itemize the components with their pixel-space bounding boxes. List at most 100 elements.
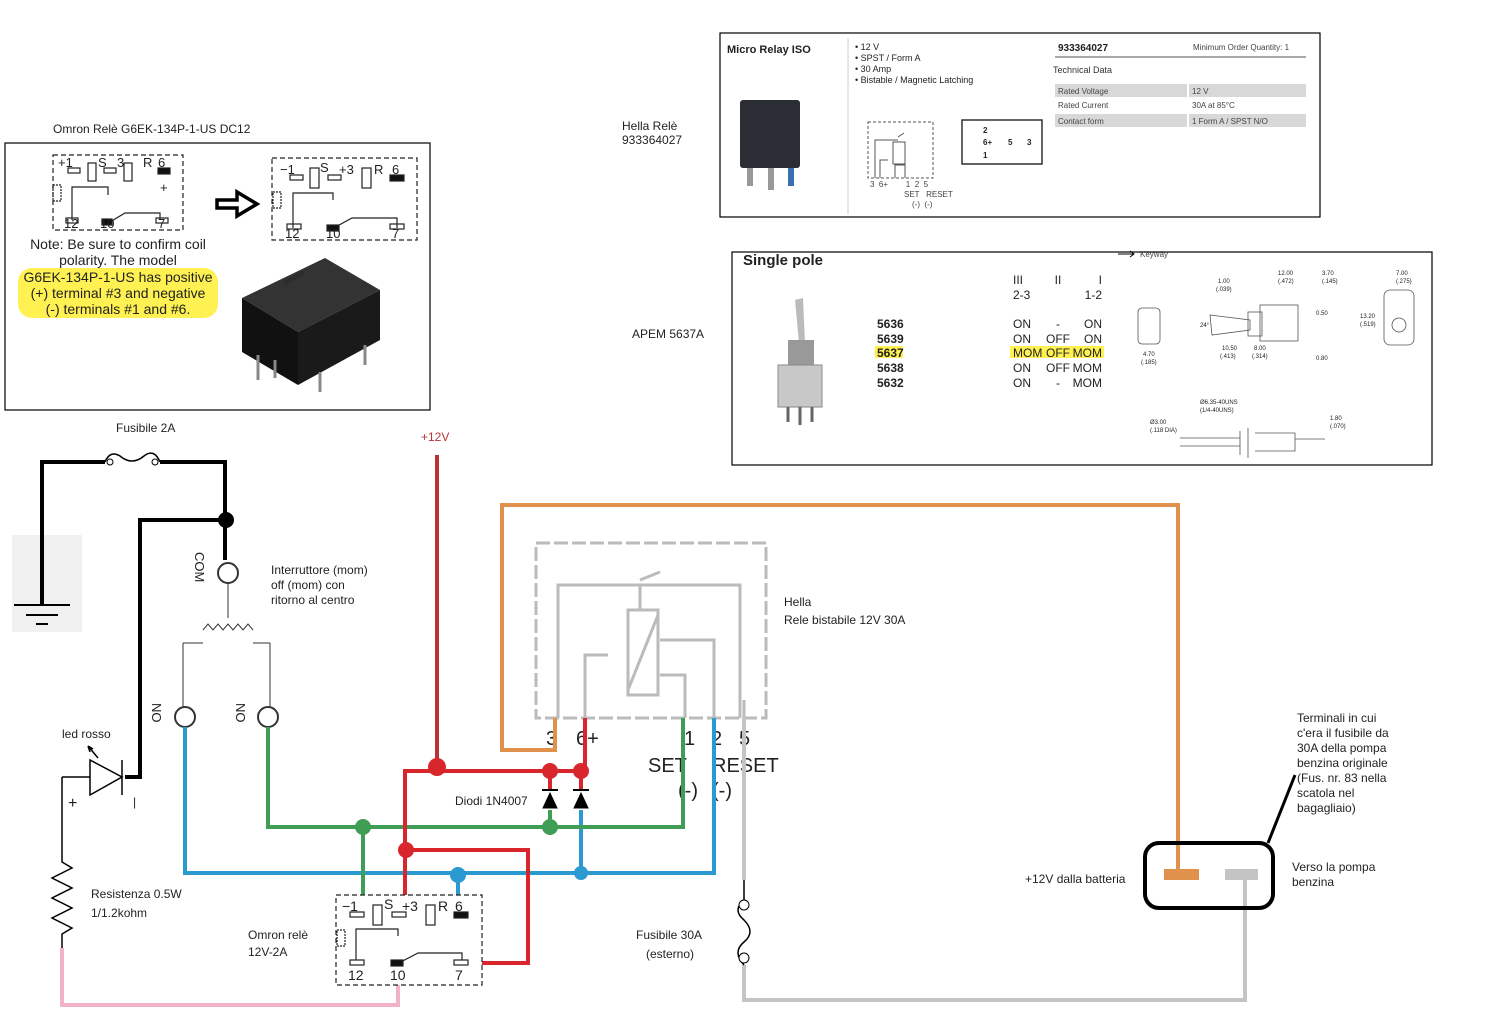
omron-original-pin-labels: +1 S 3 R 6 12 10 7 + [58, 155, 168, 231]
svg-text:• SPST / Form A: • SPST / Form A [855, 53, 921, 63]
svg-text:• Bistable / Magnetic Latching: • Bistable / Magnetic Latching [855, 75, 973, 85]
apem-dimension-labels: 1.00(.039) 12.00(.472) 3.70(.145) 7.00(.… [1141, 271, 1412, 434]
svg-text:(.070): (.070) [1330, 424, 1346, 430]
svg-text:5: 5 [1008, 138, 1013, 147]
hella-pin-numbers: 3 6+ 1 2 5 [870, 180, 929, 189]
svg-text:ON: ON [1013, 376, 1031, 390]
svg-text:−1: −1 [342, 898, 358, 914]
fuse-30a-label-1: Fusibile 30A [636, 928, 702, 942]
svg-text:(1/4-40UNS): (1/4-40UNS) [1200, 408, 1234, 414]
svg-text:-: - [1056, 317, 1060, 331]
svg-text:13.20: 13.20 [1360, 314, 1376, 320]
svg-text:6: 6 [158, 155, 165, 170]
wire-grey [742, 718, 1247, 1002]
hella-part-number: 933364027 [1058, 43, 1108, 54]
switch-no2-label: NO [233, 703, 248, 723]
svg-text:ON: ON [1013, 361, 1031, 375]
svg-text:OFF: OFF [1046, 361, 1070, 375]
svg-text:ON: ON [1013, 317, 1031, 331]
svg-text:Rated Current: Rated Current [1058, 101, 1109, 110]
svg-text:Rated Voltage: Rated Voltage [1058, 87, 1109, 96]
svg-text:(.472): (.472) [1278, 279, 1294, 285]
svg-text:+3: +3 [402, 898, 418, 914]
svg-text:MOM: MOM [1073, 346, 1102, 360]
arrow-icon [1118, 250, 1135, 258]
led-plus-label: + [68, 795, 77, 812]
omron-relay-pin-labels: −1 S +3 R 6 12 10 7 [342, 896, 463, 983]
svg-text:Terminali in cui: Terminali in cui [1297, 711, 1376, 725]
svg-text:c'era il fusibile da: c'era il fusibile da [1297, 726, 1389, 740]
omron-original-pinout [52, 154, 184, 231]
svg-text:30A della pompa: 30A della pompa [1297, 741, 1387, 755]
svg-text:6: 6 [392, 162, 399, 177]
svg-text:4.70: 4.70 [1143, 352, 1155, 358]
svg-text:ON: ON [1084, 317, 1102, 331]
svg-text:2: 2 [711, 728, 722, 750]
omron-note: Note: Be sure to confirm coil polarity. … [23, 236, 212, 317]
svg-text:(-): (-) [712, 780, 732, 802]
pump-label-1: Verso la pompa [1292, 860, 1376, 874]
diodes-label: Diodi 1N4007 [455, 794, 528, 808]
svg-text:(.314): (.314) [1252, 354, 1268, 360]
svg-text:5638: 5638 [877, 361, 904, 375]
hella-label-line2: 933364027 [622, 133, 682, 147]
svg-text:ON: ON [1084, 332, 1102, 346]
arrow-right-icon [215, 188, 261, 220]
junction-dot [218, 512, 234, 528]
battery-label: +12V dalla batteria [1025, 872, 1126, 886]
svg-text:(-): (-) [678, 780, 698, 802]
svg-text:30A at 85°C: 30A at 85°C [1192, 101, 1235, 110]
svg-text:6+: 6+ [983, 138, 992, 147]
plus12v-label: +12V [421, 430, 449, 444]
model-highlight [875, 346, 903, 358]
hella-relay-photo [740, 100, 800, 190]
svg-text:7: 7 [455, 967, 463, 983]
hella-tech-table: Rated Voltage 12 V Rated Current 30A at 85… [1055, 84, 1306, 127]
svg-text:0.50: 0.50 [1316, 311, 1328, 317]
svg-text:• 12 V: • 12 V [855, 42, 879, 52]
svg-text:III: III [1013, 273, 1023, 287]
svg-text:Rele bistabile 12V 30A: Rele bistabile 12V 30A [784, 613, 905, 627]
svg-text:-: - [1056, 376, 1060, 390]
svg-text:(.145): (.145) [1322, 279, 1338, 285]
svg-text:(.185): (.185) [1141, 360, 1157, 366]
wire-red [403, 718, 587, 965]
svg-text:OFF: OFF [1046, 332, 1070, 346]
svg-text:(.519): (.519) [1360, 322, 1376, 328]
svg-text:8.00: 8.00 [1254, 346, 1266, 352]
switch-no1-label: NO [149, 703, 164, 723]
hella-relay-symbol [534, 541, 768, 720]
apem-label: APEM 5637A [632, 327, 704, 341]
apem-dimension-drawings [1137, 289, 1415, 458]
svg-text:7: 7 [392, 226, 399, 241]
svg-text:MOM: MOM [1073, 361, 1102, 375]
fuse-30a-label-2: (esterno) [646, 947, 694, 961]
toggle-switch [174, 562, 279, 728]
svg-text:5639: 5639 [877, 332, 904, 346]
svg-text:+1: +1 [58, 155, 73, 170]
apem-keyway: Keyway [1140, 250, 1168, 259]
omron-relay-label-1: Omron relè [248, 928, 308, 942]
svg-text:10: 10 [100, 216, 114, 231]
fuse-2a-label: Fusibile 2A [116, 421, 175, 435]
resistor-label-2: 1/1.2kohm [91, 906, 147, 920]
pump-terminal [1225, 869, 1258, 880]
svg-text:1.80: 1.80 [1330, 416, 1342, 422]
svg-text:Ø3.00: Ø3.00 [1150, 420, 1167, 426]
omron-relay-photo: omron [242, 258, 380, 392]
apem-table-header: III II I 2-3 1-2 [1013, 273, 1102, 302]
svg-text:• 30 Amp: • 30 Amp [855, 64, 891, 74]
svg-text:R: R [143, 155, 152, 170]
svg-text:−1: −1 [280, 162, 295, 177]
svg-text:+: + [160, 180, 168, 195]
omron-corrected-pinout [271, 157, 418, 241]
svg-text:polarity. The model: polarity. The model [59, 252, 177, 268]
svg-text:2-3: 2-3 [1013, 288, 1031, 302]
svg-text:II: II [1055, 273, 1062, 287]
svg-text:12 V: 12 V [1192, 87, 1209, 96]
svg-text:2: 2 [983, 126, 988, 135]
svg-text:0.80: 0.80 [1316, 356, 1328, 362]
svg-text:Hella: Hella [784, 595, 812, 609]
